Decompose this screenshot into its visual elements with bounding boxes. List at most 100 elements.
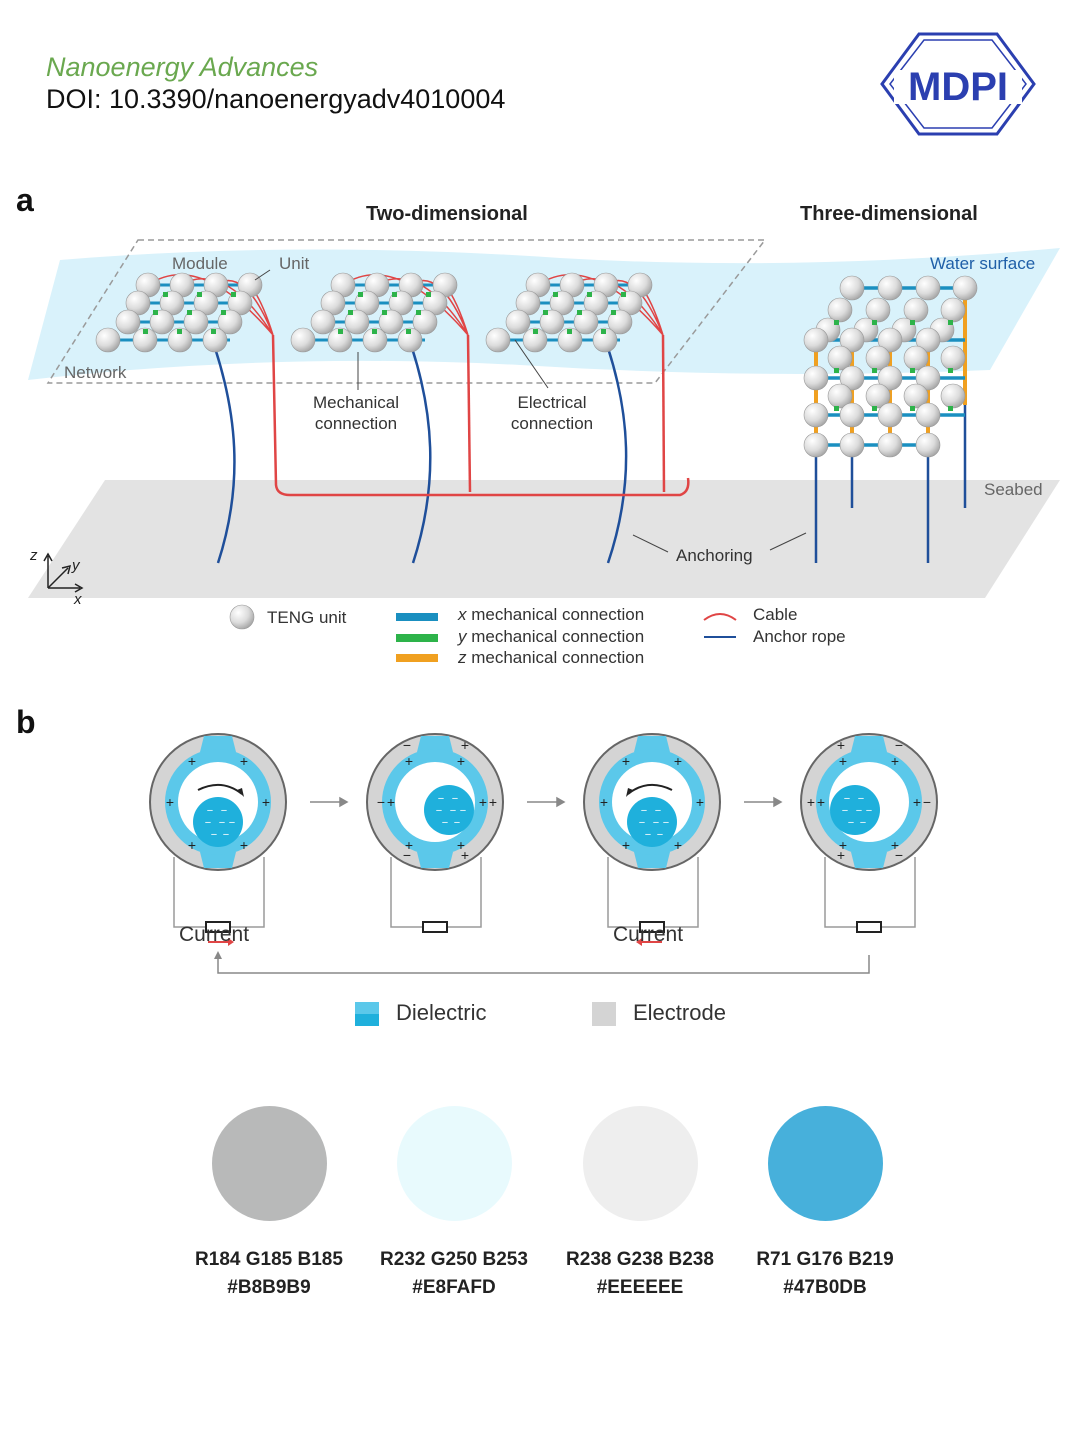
svg-text:−: − [844,793,850,805]
svg-text:−: − [895,737,903,753]
svg-text:+: + [457,753,465,769]
swatch-label: R71 G176 B219#47B0DB [756,1249,894,1298]
current-label-2: Current [613,923,684,946]
svg-text:+: + [240,753,248,769]
svg-text:−: − [436,805,442,817]
seabed-plane [28,480,1060,598]
svg-text:−: − [207,805,213,817]
teng-stage-2: −−−−−−− ++++−+++−+−+ [366,733,504,933]
anchor-rope [213,347,236,564]
label-seabed: Seabed [984,480,1043,499]
mdpi-logo: MDPI [880,32,1036,136]
svg-text:−: − [450,805,456,817]
panel-b-letter: b [16,704,36,740]
axis-x-label: x [74,591,82,608]
legend-cable-rope-icons [703,613,737,638]
doi: DOI: 10.3390/nanoenergyadv4010004 [46,84,506,114]
svg-text:+: + [817,794,825,810]
swatch-label: R238 G238 B238#EEEEEE [566,1249,714,1298]
axis-indicator [43,552,84,593]
legend-dielectric: Dielectric [396,1000,487,1025]
svg-text:−: − [655,805,661,817]
swatch-label: R184 G185 B185#B8B9B9 [195,1249,343,1298]
svg-text:+: + [405,753,413,769]
svg-text:−: − [866,805,872,817]
svg-text:+: + [674,753,682,769]
panel-b-diagram: −−−−−−− ++++++ −−−−−−− ++++−+++−+−+ −−−−… [149,733,938,974]
cable-branch [466,334,472,493]
svg-text:+: + [807,794,815,810]
legend-z-swatch [396,654,438,662]
svg-text:+: + [240,837,248,853]
panel-a-letter: a [16,182,34,218]
swatch-circle [212,1106,327,1221]
svg-text:+: + [891,837,899,853]
svg-text:−: − [856,805,862,817]
svg-text:+: + [405,837,413,853]
svg-text:−: − [860,817,866,829]
teng-stage-4: −−−−−−− +++++++−+−+− [800,733,938,933]
journal-name: Nanoenergy Advances [46,52,319,82]
svg-text:−: − [438,793,444,805]
label-unit: Unit [279,254,310,273]
current-label-1: Current [179,923,250,946]
svg-text:+: + [166,794,174,810]
svg-text:−: − [454,817,460,829]
svg-text:+: + [622,837,630,853]
cable-branch [661,334,666,493]
svg-text:+: + [839,753,847,769]
svg-text:−: − [663,817,669,829]
svg-text:+: + [600,794,608,810]
svg-text:−: − [895,847,903,863]
svg-text:+: + [622,753,630,769]
axis-z-label: z [30,547,38,564]
teng-stage-1: −−−−−−− ++++++ [149,733,287,946]
svg-text:−: − [403,737,411,753]
teng-module-2 [290,272,469,353]
svg-text:−: − [657,829,663,841]
title-two-dimensional: Two-dimensional [366,203,528,225]
svg-text:+: + [837,737,845,753]
legend-x-mechanical: x mechanical connection [458,605,645,624]
svg-text:+: + [913,794,921,810]
legend-y-mechanical: y mechanical connection [458,627,645,646]
swatch-circle [768,1106,883,1221]
svg-text:−: − [858,793,864,805]
svg-text:−: − [460,805,466,817]
svg-text:−: − [219,817,225,829]
anchor-rope [606,347,628,564]
swatch-circle [397,1106,512,1221]
svg-text:−: − [848,817,854,829]
svg-text:+: + [461,737,469,753]
svg-text:−: − [923,794,931,810]
svg-text:+: + [837,847,845,863]
svg-text:−: − [645,829,651,841]
legend-electrode: Electrode [633,1000,726,1025]
mdpi-logo-text: MDPI [908,65,1008,109]
axis-y-label: y [72,557,80,574]
teng-3d-array [803,275,978,563]
teng-module-1 [95,272,274,353]
svg-text:+: + [188,837,196,853]
svg-text:−: − [221,805,227,817]
svg-text:−: − [229,817,235,829]
legend-y-swatch [396,634,438,642]
cable-main [271,334,690,497]
swatch-circle [583,1106,698,1221]
panel-a-diagram [28,239,1060,598]
svg-text:+: + [696,794,704,810]
network-boundary [46,239,767,384]
legend-anchor-rope: Anchor rope [753,627,846,646]
teng-stage-3: −−−−−−− ++++++ [583,733,721,946]
teng-unit-legend-icon [229,604,255,630]
title-three-dimensional: Three-dimensional [800,203,978,225]
svg-text:−: − [377,794,385,810]
legend-teng-unit: TENG unit [267,608,347,627]
label-module: Module [172,254,228,273]
anchor-rope [410,347,432,564]
swatch-label: R232 G250 B253#E8FAFD [380,1249,528,1298]
svg-text:−: − [641,805,647,817]
svg-text:−: − [842,805,848,817]
svg-text:+: + [839,837,847,853]
